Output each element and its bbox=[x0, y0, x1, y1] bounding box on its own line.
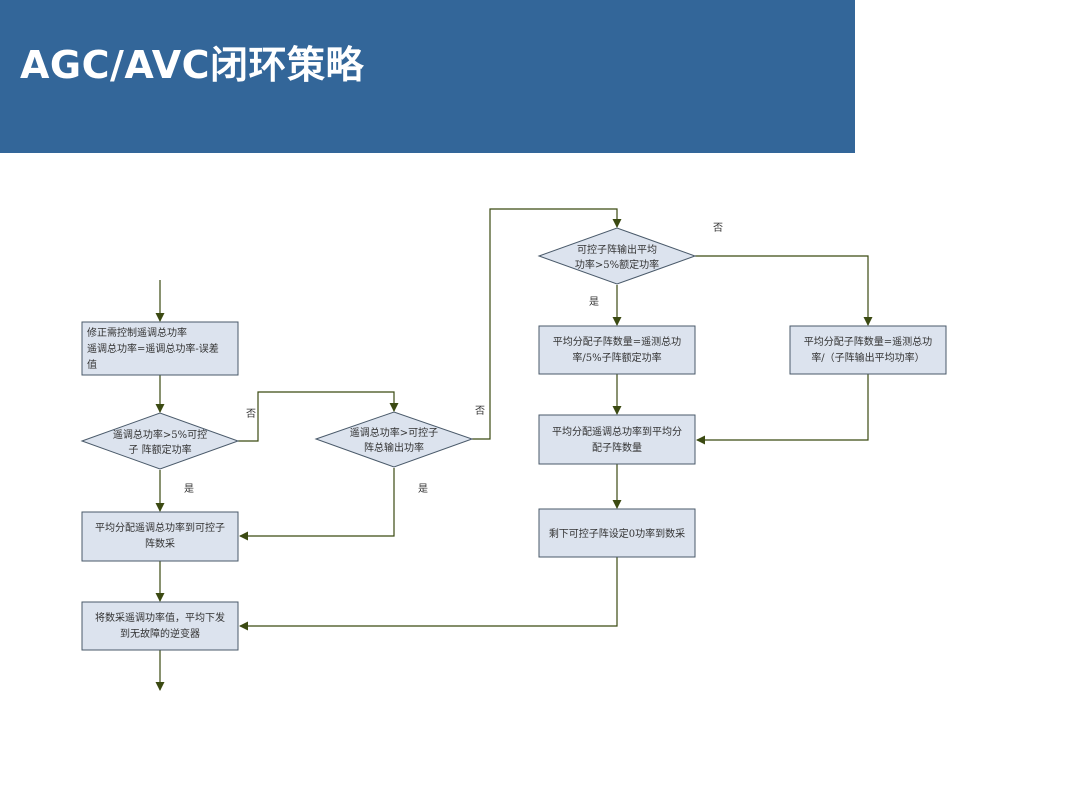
node-line: 配子阵数量 bbox=[592, 441, 642, 454]
label-d1-no: 否 bbox=[246, 408, 256, 420]
node-line: 修正需控制遥调总功率 bbox=[87, 326, 187, 339]
node-line: 遥调总功率>可控子 bbox=[350, 426, 438, 439]
node-line: 平均分配遥调总功率到可控子 bbox=[95, 521, 225, 534]
process-correct-power: 修正需控制遥调总功率 遥调总功率=遥调总功率-误差 值 bbox=[81, 321, 239, 376]
svg-text:剩下可控子阵设定0功率到数采: 剩下可控子阵设定0功率到数采 bbox=[549, 527, 685, 540]
node-line: 遥调总功率>5%可控 bbox=[113, 428, 207, 441]
node-line: 遥调总功率=遥调总功率-误差 bbox=[87, 342, 219, 355]
svg-text:子 阵额定功率: 子 阵额定功率 bbox=[128, 443, 191, 456]
svg-text:修正需控制遥调总功率: 修正需控制遥调总功率 bbox=[87, 326, 187, 339]
svg-text:遥调总功率=遥调总功率-误差: 遥调总功率=遥调总功率-误差 bbox=[87, 342, 219, 355]
title-banner bbox=[0, 0, 855, 153]
label-d1-yes: 是 bbox=[184, 483, 194, 495]
process-send-to-inverters: 将数采遥调功率值，平均下发 到无故障的逆变器 bbox=[81, 601, 239, 651]
edge-d2-yes bbox=[239, 468, 395, 541]
node-line: 阵总输出功率 bbox=[364, 441, 424, 454]
node-line: 可控子阵输出平均 bbox=[577, 243, 657, 256]
edge-d1-no bbox=[238, 391, 399, 442]
svg-text:平均分配子阵数量=遥测总功: 平均分配子阵数量=遥测总功 bbox=[804, 335, 932, 348]
label-d2-yes: 是 bbox=[418, 483, 428, 495]
node-line: 阵数采 bbox=[145, 537, 175, 550]
edge-rest-to-send bbox=[239, 557, 618, 631]
svg-text:平均分配遥调总功率到可控子: 平均分配遥调总功率到可控子 bbox=[95, 521, 225, 534]
svg-text:功率>5%额定功率: 功率>5%额定功率 bbox=[575, 258, 659, 271]
decision-total-output: 遥调总功率>可控子 阵总输出功率 bbox=[314, 411, 474, 468]
svg-text:可控子阵输出平均: 可控子阵输出平均 bbox=[577, 243, 657, 256]
node-line: 率/（子阵输出平均功率） bbox=[811, 351, 924, 364]
label-d2-no: 否 bbox=[475, 405, 485, 417]
svg-text:平均分配子阵数量=遥测总功: 平均分配子阵数量=遥测总功 bbox=[553, 335, 681, 348]
page-title: AGC/AVC闭环策略 bbox=[20, 43, 364, 87]
svg-text:遥调总功率>5%可控: 遥调总功率>5%可控 bbox=[113, 428, 207, 441]
edge-d3-no bbox=[695, 255, 873, 326]
node-line: 将数采遥调功率值，平均下发 bbox=[95, 611, 225, 624]
svg-text:值: 值 bbox=[87, 358, 97, 371]
decision-avg-output: 可控子阵输出平均 功率>5%额定功率 bbox=[537, 227, 697, 285]
edge-countavg-to-avg bbox=[696, 374, 869, 445]
svg-text:遥调总功率>可控子: 遥调总功率>可控子 bbox=[350, 426, 438, 439]
svg-text:配子阵数量: 配子阵数量 bbox=[592, 441, 642, 454]
edge-d2-no bbox=[472, 208, 622, 440]
svg-text:将数采遥调功率值，平均下发: 将数采遥调功率值，平均下发 bbox=[95, 611, 225, 624]
node-line: 率/5%子阵额定功率 bbox=[572, 351, 661, 364]
node-line: 平均分配子阵数量=遥测总功 bbox=[804, 335, 932, 348]
process-avg-to-controllable: 平均分配遥调总功率到可控子 阵数采 bbox=[81, 511, 239, 562]
node-line: 平均分配子阵数量=遥测总功 bbox=[553, 335, 681, 348]
svg-text:率/5%子阵额定功率: 率/5%子阵额定功率 bbox=[572, 351, 661, 364]
svg-text:阵数采: 阵数采 bbox=[145, 537, 175, 550]
svg-text:到无故障的逆变器: 到无故障的逆变器 bbox=[120, 627, 200, 640]
svg-text:阵总输出功率: 阵总输出功率 bbox=[364, 441, 424, 454]
label-d3-yes: 是 bbox=[589, 296, 599, 308]
node-line: 值 bbox=[87, 358, 97, 371]
process-count-by-avg: 平均分配子阵数量=遥测总功 率/（子阵输出平均功率） bbox=[789, 325, 947, 375]
process-rest-zero: 剩下可控子阵设定0功率到数采 bbox=[538, 508, 696, 558]
node-line: 子 阵额定功率 bbox=[128, 443, 191, 456]
process-count-by-rated: 平均分配子阵数量=遥测总功 率/5%子阵额定功率 bbox=[538, 325, 696, 375]
node-line: 功率>5%额定功率 bbox=[575, 258, 659, 271]
svg-text:率/（子阵输出平均功率）: 率/（子阵输出平均功率） bbox=[811, 351, 924, 364]
node-line: 到无故障的逆变器 bbox=[120, 627, 200, 640]
label-d3-no: 否 bbox=[713, 222, 723, 234]
decision-5pct-rated: 遥调总功率>5%可控 子 阵额定功率 bbox=[80, 412, 240, 470]
svg-text:平均分配遥调总功率到平均分: 平均分配遥调总功率到平均分 bbox=[552, 425, 682, 438]
node-line: 平均分配遥调总功率到平均分 bbox=[552, 425, 682, 438]
node-line: 剩下可控子阵设定0功率到数采 bbox=[549, 527, 685, 540]
process-avg-to-count: 平均分配遥调总功率到平均分 配子阵数量 bbox=[538, 414, 696, 465]
